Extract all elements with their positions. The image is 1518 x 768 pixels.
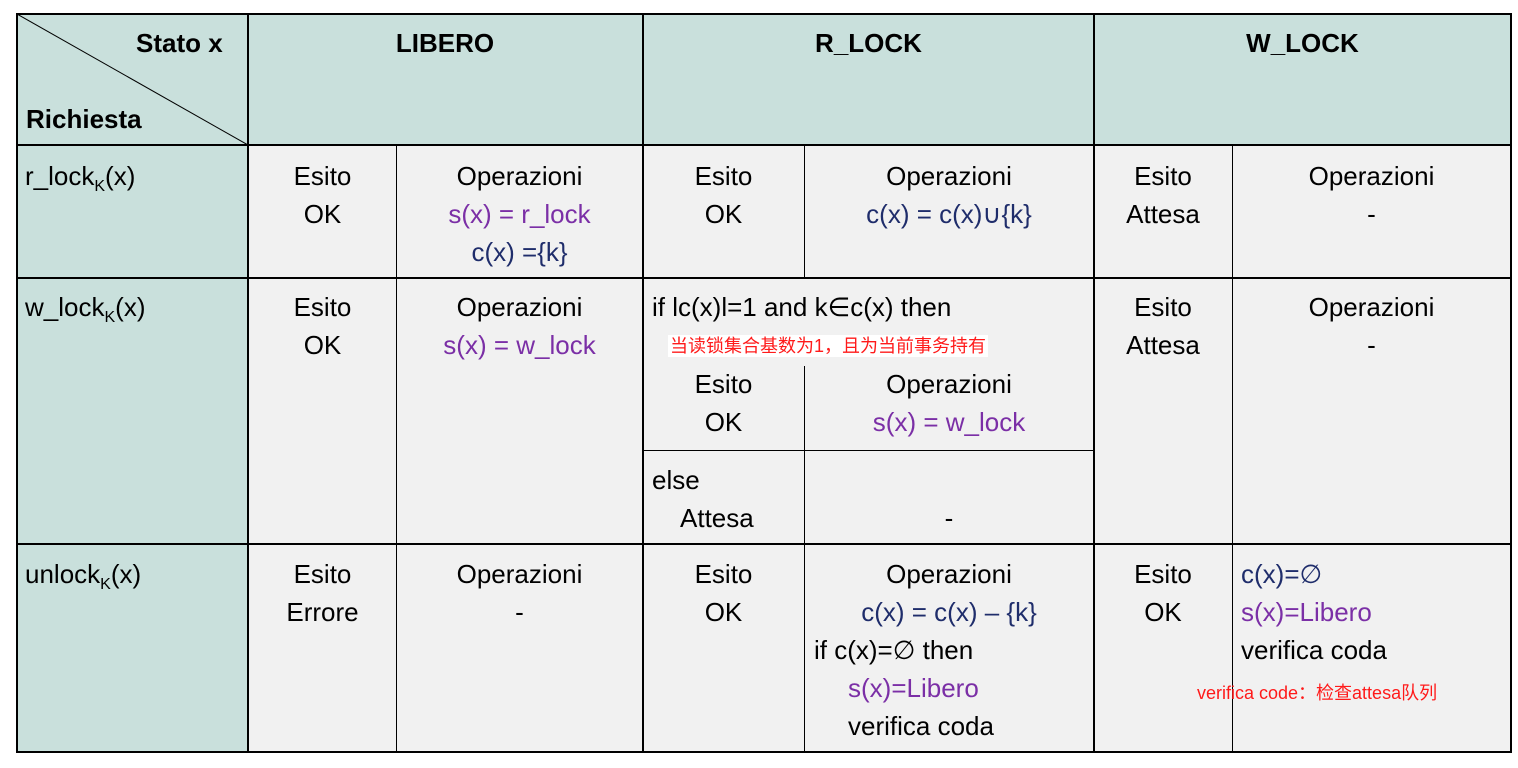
w-lock-libero-op-label: Operazioni [456,292,583,322]
unlock-wlock-op-3: verifica coda [1241,635,1387,665]
unlock-wlock-esito: Esito [1134,559,1192,589]
request-unlock: unlockK(x) [25,559,142,593]
r-lock-wlock-op-1: - [1367,199,1376,229]
unlock-wlock-op-1: c(x)=∅ [1241,559,1323,589]
unlock-rlock-op-4: verifica coda [848,711,994,741]
unlock-rlock-op-label: Operazioni [886,559,1012,589]
w-lock-libero-result: OK [303,330,342,360]
unlock-wlock-result: OK [1144,597,1182,627]
w-lock-rlock-op-1: s(x) = w_lock [872,407,1026,437]
column-header-r-lock: R_LOCK [815,28,922,58]
r-lock-rlock-op-1: c(x) = c(x)∪{k} [866,199,1032,229]
w-lock-rlock-else: else [652,465,700,495]
column-header-w-lock: W_LOCK [1246,28,1359,58]
unlock-rlock-result: OK [704,597,743,627]
w-lock-wlock-result: Attesa [1126,330,1200,360]
unlock-libero-op-1: - [515,597,524,627]
header-row [17,14,1511,145]
unlock-rlock-esito: Esito [694,559,753,589]
w-lock-wlock-op-1: - [1367,330,1376,360]
unlock-libero-op-label: Operazioni [456,559,583,589]
r-lock-libero-op-1: s(x) = r_lock [448,199,591,229]
w-lock-rlock-op-label: Operazioni [886,369,1012,399]
r-lock-libero-esito: Esito [293,161,352,191]
request-column [17,145,248,752]
unlock-wlock-annotation: verifica code：检查attesa队列 [1197,683,1438,703]
r-lock-rlock-op-label: Operazioni [886,161,1012,191]
unlock-rlock-op-2: if c(x)=∅ then [814,635,974,665]
unlock-wlock-op-2: s(x)=Libero [1241,597,1372,627]
w-lock-wlock-op-label: Operazioni [1308,292,1435,322]
w-lock-rlock-annotation: 当读锁集合基数为1，且为当前事务持有 [668,335,989,357]
r-lock-wlock-op-label: Operazioni [1308,161,1435,191]
w-lock-rlock-else-result: Attesa [680,503,754,533]
r-lock-libero-result: OK [303,199,342,229]
r-lock-wlock-esito: Esito [1134,161,1192,191]
header-diagonal [17,14,248,145]
r-lock-libero-op-2: c(x) ={k} [471,237,568,267]
unlock-libero-esito: Esito [293,559,352,589]
state-header-label: Stato x [136,28,223,58]
unlock-libero-result: Errore [286,597,359,627]
request-w-lock: w_lockK(x) [25,292,146,326]
column-header-libero: LIBERO [395,28,495,58]
w-lock-rlock-result: OK [704,407,743,437]
request-r-lock: r_lockK(x) [25,161,136,195]
w-lock-wlock-esito: Esito [1134,292,1192,322]
unlock-rlock-op-1: c(x) = c(x) – {k} [861,597,1037,627]
w-lock-rlock-esito: Esito [694,369,753,399]
table-body [248,145,1511,752]
r-lock-rlock-esito: Esito [694,161,753,191]
r-lock-libero-op-label: Operazioni [456,161,583,191]
r-lock-wlock-result: Attesa [1126,199,1200,229]
w-lock-libero-esito: Esito [293,292,352,322]
r-lock-rlock-result: OK [704,199,743,229]
request-header-label: Richiesta [26,104,142,134]
unlock-rlock-op-3: s(x)=Libero [848,673,979,703]
w-lock-rlock-else-op: - [944,503,954,533]
w-lock-rlock-condition: if lc(x)l=1 and k∈c(x) then [652,292,952,322]
w-lock-libero-op-1: s(x) = w_lock [443,330,596,360]
